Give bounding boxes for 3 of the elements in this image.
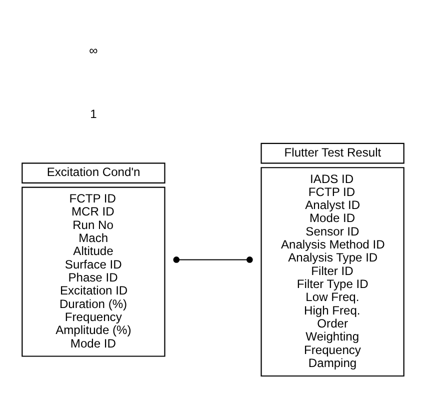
connector: [172, 256, 252, 262]
label: ∞: [88, 42, 98, 57]
label: 1: [90, 106, 96, 121]
